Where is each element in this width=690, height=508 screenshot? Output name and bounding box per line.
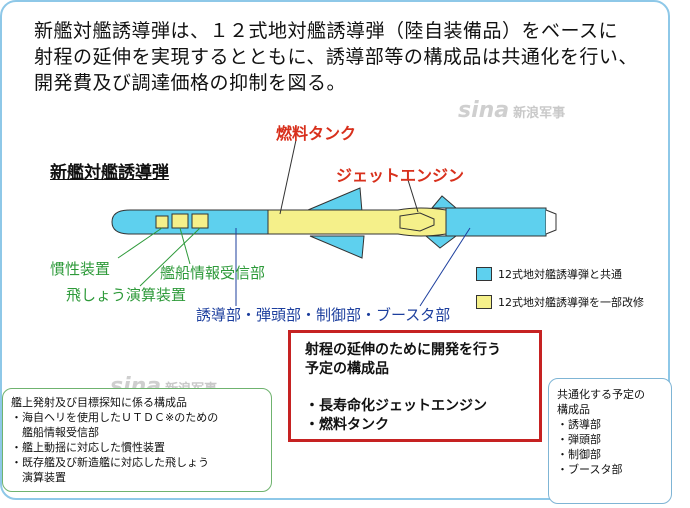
leader-jet-engine: [407, 179, 419, 213]
intro-line: 新艦対艦誘導弾は、１２式地対艦誘導弾（陸自装備品）をベースに: [34, 20, 619, 42]
inertial-unit: [155, 215, 169, 229]
legend: 12式地対艦誘導弾と共通 12式地対艦誘導弾を一部改修: [476, 266, 644, 310]
common-item: ・誘導部: [557, 418, 601, 431]
intro-line: 射程の延伸を実現するとともに、誘導部等の構成品は共通化を行い、: [34, 46, 638, 68]
common-components-box: 共通化する予定の 構成品 ・誘導部 ・弾頭部 ・制御部 ・ブースタ部: [548, 378, 672, 504]
common-item: ・弾頭部: [557, 433, 601, 446]
label-common-parts: 誘導部・弾頭部・制御部・ブースタ部: [196, 306, 451, 324]
upper-fin-front: [307, 187, 363, 213]
label-ship-info: 艦船情報受信部: [160, 264, 266, 282]
shipboard-box-title: 艦上発射及び目標探知に係る構成品: [11, 396, 187, 409]
leader-inertial: [117, 227, 163, 259]
legend-swatch: [476, 267, 492, 281]
shipboard-item: ・艦上動揺に対応した慣性装置: [11, 441, 165, 454]
development-box-items: ・長寿命化ジェットエンジン ・燃料タンク: [305, 397, 487, 435]
intro-line: 開発費及び調達価格の抑制を図る。: [34, 72, 347, 94]
legend-item-common: 12式地対艦誘導弾と共通: [476, 266, 644, 282]
common-box-title-line: 構成品: [557, 403, 590, 416]
legend-swatch: [476, 295, 492, 309]
development-title-line: 予定の構成品: [305, 361, 389, 377]
label-inertial: 慣性装置: [50, 260, 111, 278]
shipboard-components-box: 艦上発射及び目標探知に係る構成品 ・海自ヘリを使用したＵＴＤＣ※のための 艦船情…: [2, 388, 272, 492]
development-item: ・燃料タンク: [305, 417, 389, 433]
shipboard-item: 艦船情報受信部: [11, 426, 99, 439]
label-jet-engine: ジェットエンジン: [336, 166, 465, 185]
intro-text: 新艦対艦誘導弾は、１２式地対艦誘導弾（陸自装備品）をベースに 射程の延伸を実現す…: [34, 18, 674, 96]
development-box: 射程の延伸のために開発を行う 予定の構成品 ・長寿命化ジェットエンジン ・燃料タ…: [288, 330, 542, 442]
legend-label: 12式地対艦誘導弾を一部改修: [498, 296, 644, 309]
common-box-title-line: 共通化する予定の: [557, 388, 645, 401]
missile-nozzle: [545, 209, 557, 235]
shipboard-item: ・海自ヘリを使用したＵＴＤＣ※のための: [11, 411, 219, 424]
development-title-line: 射程の延伸のために開発を行う: [305, 342, 501, 358]
missile-front-section: [111, 209, 269, 235]
missile-rear-section: [445, 207, 547, 237]
common-item: ・制御部: [557, 448, 601, 461]
jet-engine-shape: [399, 212, 435, 232]
ship-info-unit: [171, 213, 189, 229]
shipboard-item: 演算装置: [11, 471, 66, 484]
shipboard-item: ・既存艦及び新造艦に対応した飛しょう: [11, 456, 209, 469]
flight-calc-unit: [191, 213, 209, 229]
page-frame: [0, 0, 670, 500]
development-item: ・長寿命化ジェットエンジン: [305, 398, 487, 414]
label-flight-calc: 飛しょう演算装置: [66, 286, 187, 304]
watermark-logo: sina: [458, 98, 510, 123]
leader-flight-calc: [139, 227, 201, 287]
legend-label: 12式地対艦誘導弾と共通: [498, 268, 622, 281]
upper-fin-rear: [430, 195, 458, 209]
missile-title: 新艦対艦誘導弾: [50, 163, 169, 183]
leader-fuel-tank: [279, 139, 297, 215]
label-fuel-tank: 燃料タンク: [276, 124, 357, 143]
development-box-title: 射程の延伸のために開発を行う 予定の構成品: [305, 341, 501, 379]
common-item: ・ブースタ部: [557, 463, 623, 476]
lower-fin-rear: [424, 235, 458, 249]
lower-fin-front: [309, 235, 365, 259]
leader-common-2: [419, 227, 471, 307]
legend-item-modified: 12式地対艦誘導弾を一部改修: [476, 294, 644, 310]
watermark-text: 新浪军事: [513, 106, 566, 121]
leader-ship-info: [179, 227, 191, 265]
